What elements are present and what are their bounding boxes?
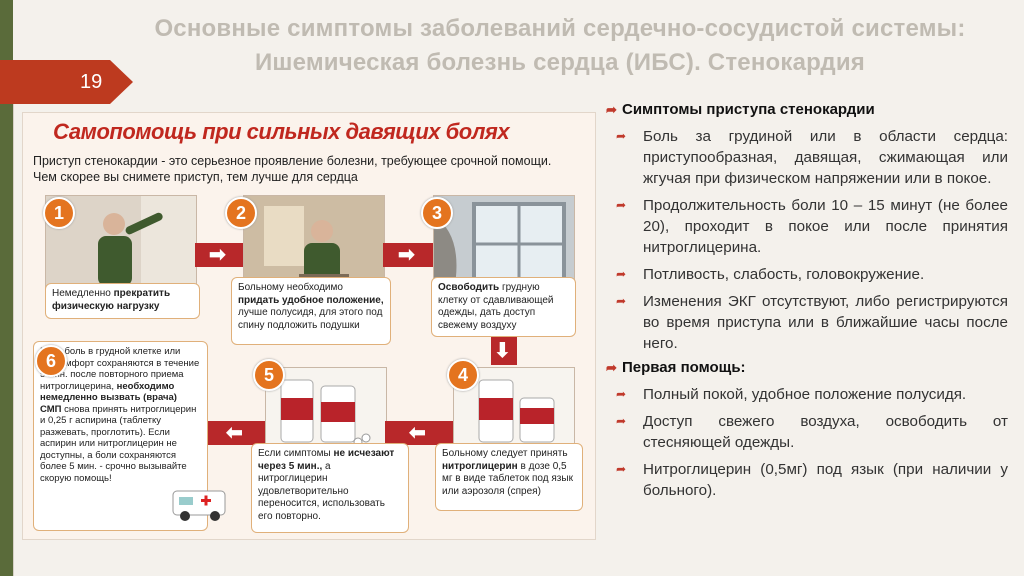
step-2-text-tail: лучше полусидя, для этого под спину подл… bbox=[238, 307, 383, 331]
step-1-text: Немедленно bbox=[52, 288, 114, 299]
slide-title: Основные симптомы заболеваний сердечно-с… bbox=[154, 15, 966, 76]
step-3-text: грудную клетку от сдавливающей одежды, д… bbox=[438, 282, 554, 331]
step-3-badge: 3 bbox=[421, 197, 453, 229]
arrow-left-2: ⬅ bbox=[385, 421, 453, 445]
list-item: ➦ Боль за грудиной или в области сердца: … bbox=[606, 126, 1008, 189]
step-3-text-bold: Освободить bbox=[438, 282, 500, 293]
step-2-badge: 2 bbox=[225, 197, 257, 229]
step-5-badge: 5 bbox=[253, 359, 285, 391]
list-item: ➦ Изменения ЭКГ отсутствуют, либо регистр… bbox=[606, 291, 1008, 354]
section-heading-symptoms: ➦ Симптомы приступа стенокардии bbox=[606, 100, 1008, 120]
arrow-bullet-icon: ➦ bbox=[616, 267, 627, 281]
list-item-text: Потливость, слабость, головокружение. bbox=[643, 266, 925, 283]
step-6-caption: Если боль в грудной клетке или дискомфор… bbox=[33, 341, 208, 531]
step-4-text: Больному следует принять bbox=[442, 448, 568, 459]
step-5-text-tail: а нитроглицерин удовлетворительно перено… bbox=[258, 460, 385, 522]
content-text: ➦ Симптомы приступа стенокардии ➦ Боль за… bbox=[606, 100, 1008, 507]
slide-number: 19 bbox=[80, 71, 103, 93]
window-illustration bbox=[434, 196, 574, 291]
section-heading-text: Симптомы приступа стенокардии bbox=[622, 101, 875, 118]
step-5-text: Если симптомы bbox=[258, 448, 334, 459]
list-item-text: Нитроглицерин (0,5мг) под язык (при нали… bbox=[643, 461, 1008, 499]
step-5-photo bbox=[265, 367, 387, 451]
nitroglycerin-bottle-illustration bbox=[478, 379, 555, 443]
list-item: ➦ Нитроглицерин (0,5мг) под язык (при нал… bbox=[606, 459, 1008, 501]
infographic-intro: Приступ стенокардии - это серьезное проя… bbox=[33, 154, 552, 184]
list-item-text: Изменения ЭКГ отсутствуют, либо регистри… bbox=[643, 293, 1008, 352]
arrow-bullet-icon: ➦ bbox=[616, 294, 627, 308]
step-4-text-tail: в дозе 0,5 мг в виде таблеток под язык и… bbox=[442, 460, 573, 497]
section-heading-first-aid: ➦ Первая помощь: bbox=[606, 358, 1008, 378]
arrow-bullet-icon: ➦ bbox=[616, 462, 627, 476]
step-4-caption: Больному следует принять нитроглицерин в… bbox=[435, 443, 583, 511]
step-3-photo bbox=[433, 195, 575, 292]
arrow-right-1: ➡ bbox=[195, 243, 243, 267]
list-item-text: Боль за грудиной или в области сердца: п… bbox=[643, 128, 1008, 187]
arrow-down: ⬇ bbox=[491, 337, 517, 365]
step-1-caption: Немедленно прекратить физическую нагрузк… bbox=[45, 283, 200, 319]
step-6-text-tail: снова принять нитроглицерин и 0,25 г асп… bbox=[40, 403, 197, 484]
section-heading-text: Первая помощь: bbox=[622, 359, 746, 376]
step-3-caption: Освободить грудную клетку от сдавливающе… bbox=[431, 277, 576, 337]
step-5-caption: Если симптомы не исчезают через 5 мин., … bbox=[251, 443, 409, 533]
list-item-text: Доступ свежего воздуха, освободить от ст… bbox=[643, 413, 1008, 451]
list-item: ➦ Потливость, слабость, головокружение. bbox=[606, 264, 1008, 285]
arrow-right-2: ➡ bbox=[383, 243, 433, 267]
infographic-image: Самопомощь при сильных давящих болях При… bbox=[22, 112, 596, 540]
step-6-badge: 6 bbox=[35, 345, 67, 377]
list-item-text: Полный покой, удобное положение полусидя… bbox=[643, 386, 967, 403]
step-4-badge: 4 bbox=[447, 359, 479, 391]
list-item-text: Продолжительность боли 10 – 15 минут (не… bbox=[643, 197, 1008, 256]
step-2-photo bbox=[243, 195, 385, 292]
step-2-caption: Больному необходимо придать удобное поло… bbox=[231, 277, 391, 345]
infographic-title: Самопомощь при сильных давящих болях bbox=[53, 119, 510, 144]
arrow-left-1: ⬅ bbox=[208, 421, 265, 445]
step-6-text: Если боль в грудной клетке или дискомфор… bbox=[40, 346, 200, 392]
arrow-bullet-icon: ➦ bbox=[616, 387, 627, 401]
step-2-text: Больному необходимо bbox=[238, 282, 343, 293]
left-decor-band bbox=[0, 0, 13, 576]
list-item: ➦ Продолжительность боли 10 – 15 минут (н… bbox=[606, 195, 1008, 258]
divider-line bbox=[13, 104, 14, 576]
nitroglycerin-bottles-illustration bbox=[280, 379, 371, 447]
step-5-text-bold: не исчезают через 5 мин., bbox=[258, 448, 395, 472]
list-item: ➦ Полный покой, удобное положение полусид… bbox=[606, 384, 1008, 405]
arrow-bullet-icon: ➦ bbox=[616, 198, 627, 212]
arrow-bullet-icon: ➦ bbox=[606, 102, 617, 117]
step-2-text-bold: придать удобное положение, bbox=[238, 294, 384, 306]
step-1-text-bold: прекратить физическую нагрузку bbox=[52, 288, 171, 312]
arrow-bullet-icon: ➦ bbox=[606, 360, 617, 375]
list-item: ➦ Доступ свежего воздуха, освободить от с… bbox=[606, 411, 1008, 453]
step-4-text-bold: нитроглицерин bbox=[442, 460, 518, 472]
step-1-badge: 1 bbox=[43, 197, 75, 229]
step-6-text-bold: необходимо немедленно вызвать (врача) СМ… bbox=[40, 380, 177, 415]
ambulance-icon bbox=[172, 490, 226, 521]
slide-number-badge: 19 bbox=[0, 60, 133, 104]
arrow-bullet-icon: ➦ bbox=[616, 414, 627, 428]
arrow-bullet-icon: ➦ bbox=[616, 129, 627, 143]
